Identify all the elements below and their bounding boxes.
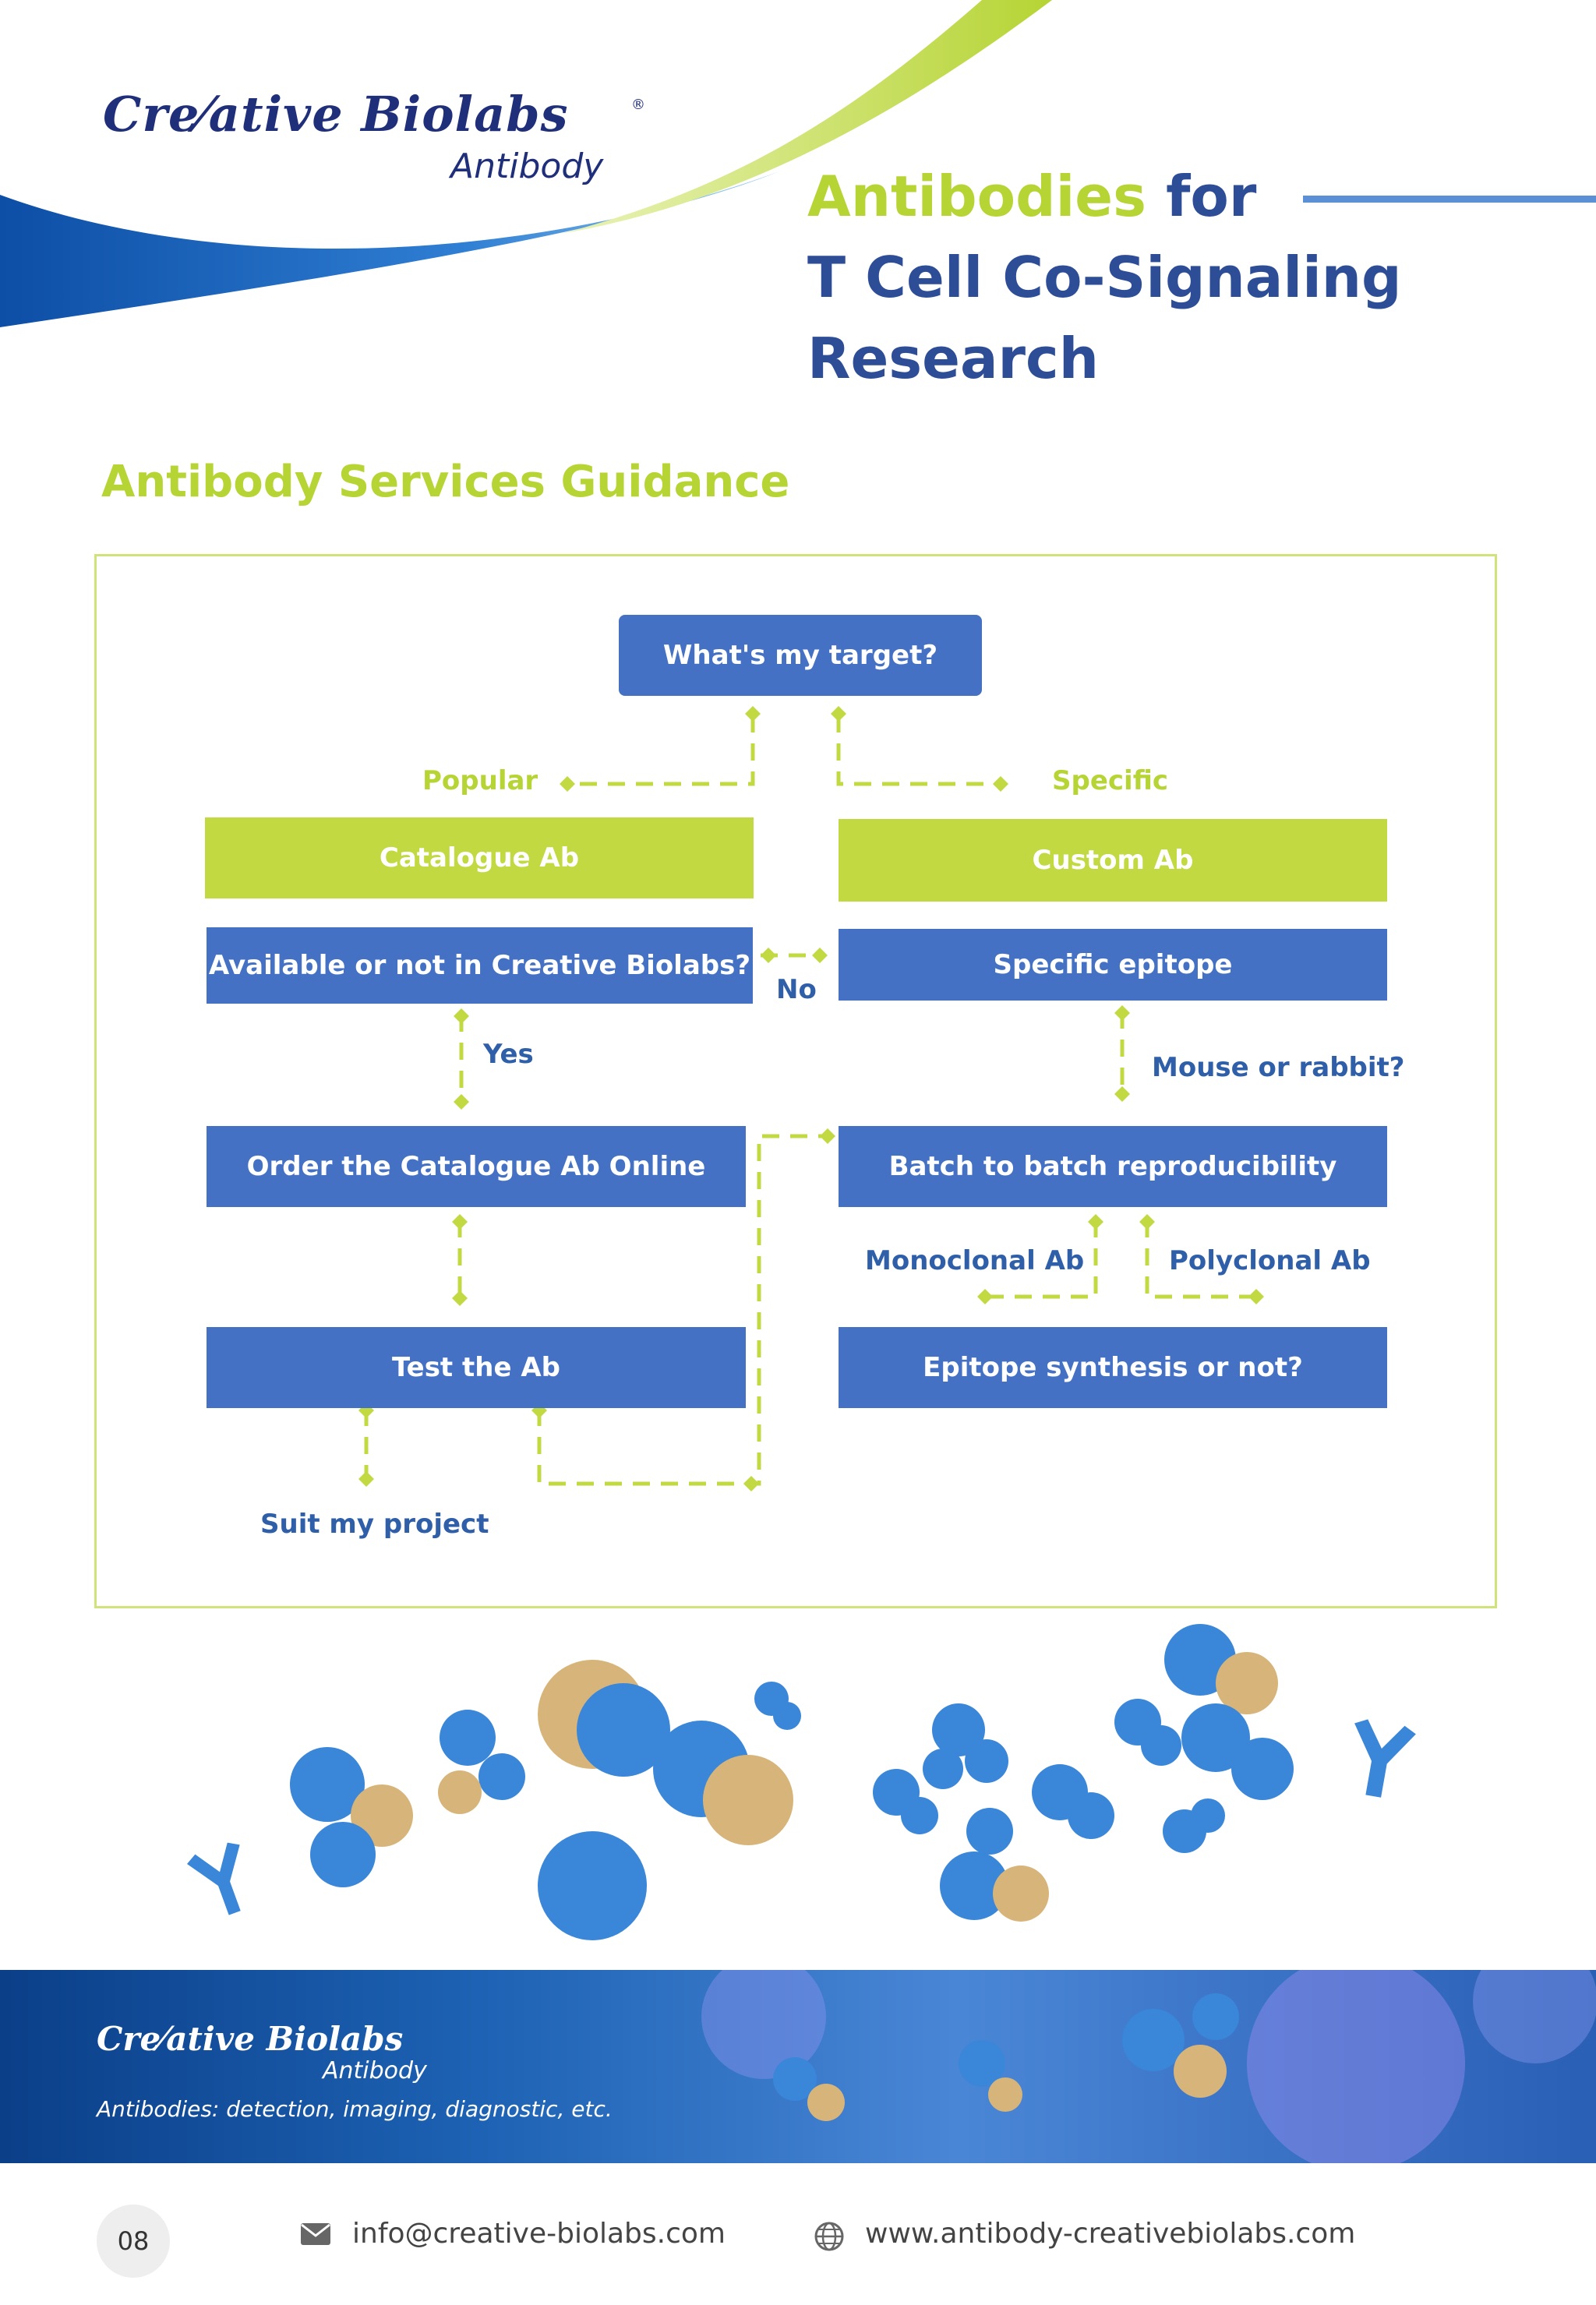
antibody-molecule bbox=[1164, 1624, 1294, 1800]
available-box: Available or not in Creative Biolabs? bbox=[207, 927, 753, 1004]
custom-ab-box: Custom Ab bbox=[839, 819, 1387, 902]
batch-reproducibility-box: Batch to batch reproducibility bbox=[839, 1126, 1387, 1207]
banner-cells-illustration bbox=[701, 1970, 1596, 2163]
page-number: 08 bbox=[97, 2204, 170, 2278]
label-monoclonal: Monoclonal Ab bbox=[865, 1245, 1085, 1276]
label-polyclonal: Polyclonal Ab bbox=[1169, 1245, 1371, 1276]
header-swoosh bbox=[0, 0, 1052, 327]
contact-email[interactable]: info@creative-biolabs.com bbox=[352, 2218, 726, 2250]
banner-brand: Cre⁄ative Biolabs bbox=[97, 2020, 404, 2058]
globe-icon bbox=[814, 2222, 844, 2251]
brand-logo-text: Cre⁄ative Biolabs bbox=[103, 86, 569, 143]
title-line1-rest: for bbox=[1146, 164, 1257, 229]
epitope-synthesis-box: Epitope synthesis or not? bbox=[839, 1327, 1387, 1408]
brand-subtitle: Antibody bbox=[450, 146, 604, 186]
start-node-target: What's my target? bbox=[619, 615, 982, 696]
antibody-molecule bbox=[1163, 1798, 1225, 1853]
label-specific: Specific bbox=[1052, 765, 1169, 796]
title-line2: T Cell Co-Signaling bbox=[807, 245, 1402, 310]
antibody-molecule bbox=[1354, 1719, 1416, 1798]
antibody-molecule bbox=[538, 1660, 793, 1940]
section-title: Antibody Services Guidance bbox=[101, 457, 790, 507]
antibody-molecule bbox=[1114, 1699, 1181, 1766]
antibody-molecule bbox=[290, 1747, 413, 1887]
catalogue-ab-box: Catalogue Ab bbox=[205, 817, 754, 898]
label-mouse-or-rabbit: Mouse or rabbit? bbox=[1152, 1052, 1405, 1083]
antibody-molecule bbox=[873, 1769, 938, 1834]
title-rule bbox=[1303, 196, 1596, 203]
footer-banner bbox=[0, 1970, 1596, 2163]
banner-brand-sub: Antibody bbox=[323, 2057, 427, 2084]
antibody-molecule bbox=[438, 1710, 525, 1814]
title-accent: Antibodies bbox=[807, 164, 1146, 229]
contact-website[interactable]: www.antibody-creativebiolabs.com bbox=[865, 2218, 1356, 2250]
page-title: Antibodies for T Cell Co-Signaling Resea… bbox=[807, 156, 1402, 399]
order-online-box: Order the Catalogue Ab Online bbox=[207, 1126, 746, 1207]
label-yes: Yes bbox=[483, 1039, 534, 1070]
label-popular: Popular bbox=[422, 765, 538, 796]
label-no: No bbox=[776, 974, 817, 1005]
antibody-illustration bbox=[187, 1624, 1416, 1940]
antibody-molecule bbox=[1032, 1764, 1114, 1839]
antibody-molecule bbox=[754, 1682, 801, 1730]
antibody-molecule bbox=[940, 1808, 1049, 1922]
antibody-molecule bbox=[923, 1703, 1008, 1789]
registered-mark: ® bbox=[631, 97, 645, 113]
envelope-icon bbox=[301, 2223, 330, 2245]
title-line3: Research bbox=[807, 326, 1099, 391]
guidance-frame bbox=[94, 554, 1497, 1608]
specific-epitope-box: Specific epitope bbox=[839, 929, 1387, 1001]
label-suit-project: Suit my project bbox=[260, 1509, 489, 1540]
banner-tagline: Antibodies: detection, imaging, diagnost… bbox=[97, 2096, 613, 2122]
test-ab-box: Test the Ab bbox=[207, 1327, 746, 1408]
antibody-molecule bbox=[187, 1842, 241, 1915]
